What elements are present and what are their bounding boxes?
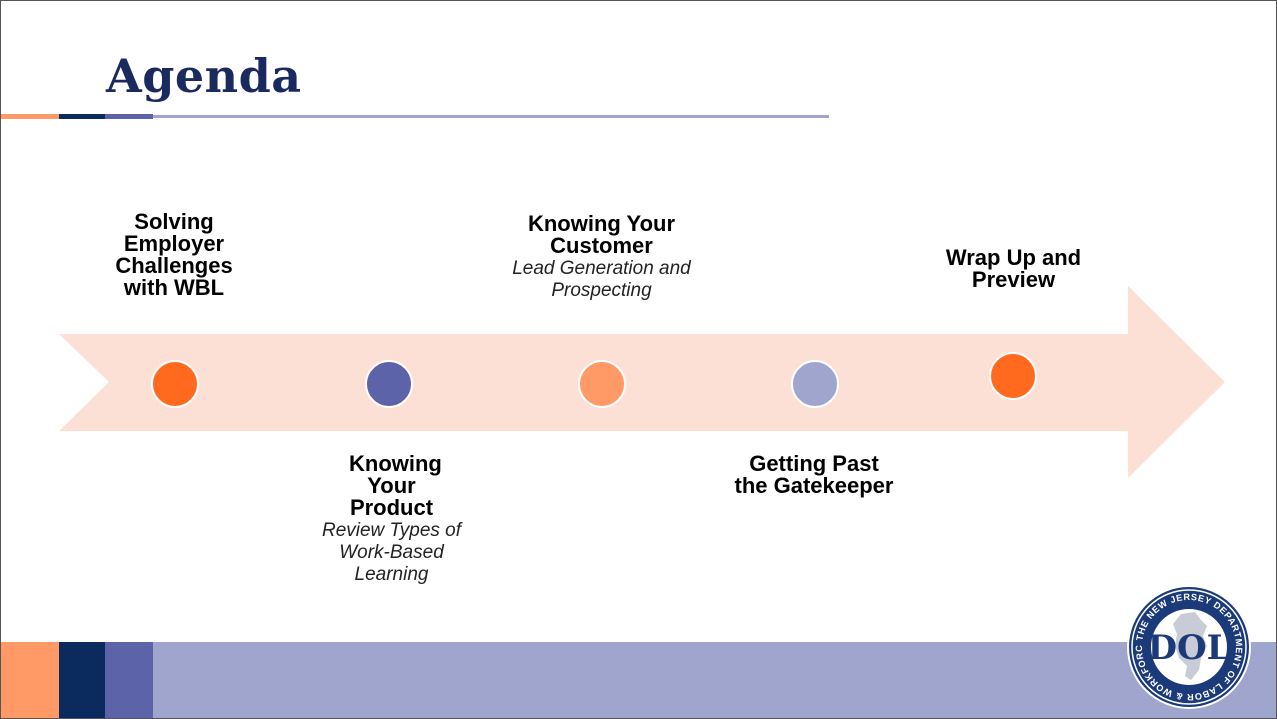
footer-bar-orange-segment (1, 642, 59, 718)
timeline-arrow-shape (59, 286, 1225, 478)
timeline-dot-3 (578, 360, 626, 408)
timeline-item-4: Getting Past the Gatekeeper (734, 453, 894, 497)
timeline-dot-4 (791, 360, 839, 408)
timeline-item-title: Knowing Your Customer (527, 211, 676, 258)
timeline-dot-1 (151, 360, 199, 408)
timeline-dot-5 (989, 352, 1037, 400)
seal-center-text: DOL (1147, 628, 1230, 668)
timeline-item-subtitle: Review Types of Work-Based Learning (321, 520, 462, 585)
timeline-item-2: Knowing Your Product Review Types of Wor… (309, 453, 474, 586)
timeline-item-3: Knowing Your Customer Lead Generation an… (489, 213, 714, 302)
timeline-item-1: Solving Employer Challenges with WBL (99, 211, 249, 299)
timeline-dot-2 (365, 360, 413, 408)
title-rule-purple-segment (105, 114, 153, 119)
timeline-item-5: Wrap Up and Preview (921, 247, 1106, 291)
timeline-item-subtitle: Lead Generation and Prospecting (512, 258, 691, 301)
nj-dol-seal-icon: THE NEW JERSEY DEPARTMENT OF LABOR & WOR… (1115, 584, 1251, 709)
timeline-item-title: Knowing Your Product (349, 451, 442, 520)
title-underline (153, 115, 829, 118)
footer-bar-purple-segment (105, 642, 153, 718)
timeline-item-title: Solving Employer Challenges with WBL (115, 209, 233, 300)
timeline-item-title: Getting Past the Gatekeeper (734, 451, 894, 498)
title-rule-orange-segment (1, 114, 59, 119)
slide-title: Agenda (106, 49, 302, 103)
timeline-item-title: Wrap Up and Preview (945, 245, 1082, 292)
footer-bar (153, 642, 1276, 718)
footer-bar-navy-segment (59, 642, 105, 718)
title-rule-navy-segment (59, 114, 105, 119)
